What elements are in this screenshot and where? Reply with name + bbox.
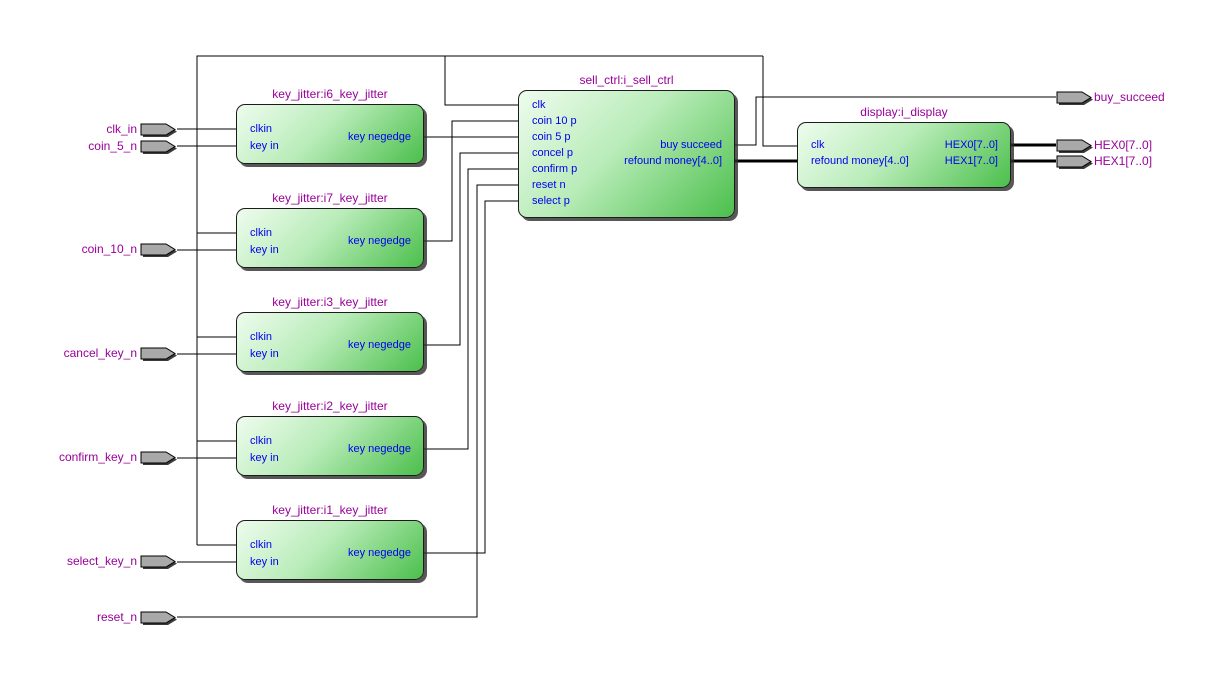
net-i2-to-confirmp[interactable]	[422, 168, 518, 450]
input-pin-coin-5-n[interactable]: coin_5_n	[20, 138, 177, 154]
input-pin-reset-n[interactable]: reset_n	[20, 609, 177, 625]
input-pin-icon	[140, 243, 177, 257]
port-key-negedge: key negedge	[348, 131, 411, 143]
port-key-in: key in	[250, 348, 279, 360]
port-hex1: HEX1[7..0]	[944, 155, 998, 167]
pin-label: reset_n	[96, 610, 137, 624]
pin-label: select_key_n	[66, 554, 137, 568]
port-clk: clk	[811, 139, 825, 151]
port-key-in: key in	[250, 244, 279, 256]
pin-label: HEX0[7..0]	[1094, 138, 1153, 152]
pin-label: cancel_key_n	[63, 346, 137, 360]
port-refound-money: refound money[4..0]	[811, 155, 909, 167]
input-pin-confirm-key-n[interactable]: confirm_key_n	[20, 449, 177, 465]
port-key-negedge: key negedge	[348, 443, 411, 455]
port-key-negedge: key negedge	[348, 235, 411, 247]
module-title: key_jitter:i2_key_jitter	[272, 399, 388, 413]
pin-label: coin_5_n	[88, 139, 137, 153]
module-key-jitter-i6[interactable]: key_jitter:i6_key_jitter clkin key in ke…	[236, 87, 424, 164]
port-concel-p: concel p	[532, 147, 573, 159]
input-pin-clk-in[interactable]: clk_in	[20, 121, 177, 137]
module-title: display:i_display	[860, 105, 948, 119]
pin-label: confirm_key_n	[58, 450, 137, 464]
output-pin-icon	[1056, 155, 1093, 169]
module-title: key_jitter:i1_key_jitter	[272, 503, 388, 517]
port-clk: clk	[532, 99, 546, 111]
module-key-jitter-i2[interactable]: key_jitter:i2_key_jitter clkin key in ke…	[236, 399, 424, 476]
module-sell-ctrl[interactable]: sell_ctrl:i_sell_ctrl clk coin 10 p coin…	[518, 73, 735, 218]
port-coin-10-p: coin 10 p	[532, 115, 577, 127]
port-coin-5-p: coin 5 p	[532, 131, 571, 143]
output-pin-buy-succeed[interactable]: buy_succeed	[1055, 89, 1165, 105]
output-pin-hex0[interactable]: HEX0[7..0]	[1055, 137, 1152, 153]
module-display[interactable]: display:i_display clk refound money[4..0…	[797, 105, 1011, 188]
port-reset-n: reset n	[532, 179, 566, 191]
port-buy-succeed: buy succeed	[660, 139, 722, 151]
output-pin-icon	[1056, 91, 1093, 105]
port-refound-money: refound money[4..0]	[624, 155, 722, 167]
pin-label: coin_10_n	[81, 242, 137, 256]
port-select-p: select p	[532, 195, 570, 207]
port-clkin: clkin	[250, 331, 273, 343]
net-clk-to-display[interactable]	[762, 56, 797, 147]
port-confirm-p: confirm p	[532, 163, 578, 175]
port-key-negedge: key negedge	[348, 547, 411, 559]
port-clkin: clkin	[250, 539, 273, 551]
port-clkin: clkin	[250, 227, 273, 239]
port-key-negedge: key negedge	[348, 339, 411, 351]
pin-label: clk_in	[106, 122, 137, 136]
module-title: sell_ctrl:i_sell_ctrl	[579, 73, 674, 87]
module-key-jitter-i7[interactable]: key_jitter:i7_key_jitter clkin key in ke…	[236, 191, 424, 268]
input-pin-select-key-n[interactable]: select_key_n	[20, 553, 177, 569]
input-pin-icon	[140, 611, 177, 625]
net-i1-to-selectp[interactable]	[422, 200, 518, 554]
port-clkin: clkin	[250, 123, 273, 135]
net-reset-n[interactable]	[177, 184, 518, 618]
input-pin-icon	[140, 451, 177, 465]
module-title: key_jitter:i6_key_jitter	[272, 87, 388, 101]
input-pin-icon	[140, 140, 177, 154]
pin-label: HEX1[7..0]	[1094, 154, 1153, 168]
output-pin-hex1[interactable]: HEX1[7..0]	[1055, 153, 1152, 169]
module-title: key_jitter:i3_key_jitter	[272, 295, 388, 309]
port-clkin: clkin	[250, 435, 273, 447]
port-key-in: key in	[250, 556, 279, 568]
module-key-jitter-i3[interactable]: key_jitter:i3_key_jitter clkin key in ke…	[236, 295, 424, 372]
input-pin-icon	[140, 347, 177, 361]
port-key-in: key in	[250, 140, 279, 152]
output-pin-icon	[1056, 139, 1093, 153]
module-key-jitter-i1[interactable]: key_jitter:i1_key_jitter clkin key in ke…	[236, 503, 424, 580]
net-clk-trunk[interactable]	[196, 55, 763, 545]
input-pin-coin-10-n[interactable]: coin_10_n	[20, 241, 177, 257]
input-pin-cancel-key-n[interactable]: cancel_key_n	[20, 345, 177, 361]
module-title: key_jitter:i7_key_jitter	[272, 191, 388, 205]
net-clk-to-sellctrl[interactable]	[444, 56, 518, 106]
input-pin-icon	[140, 555, 177, 569]
input-pin-icon	[140, 123, 177, 137]
port-hex0: HEX0[7..0]	[944, 139, 998, 151]
net-buy-succeed[interactable]	[733, 96, 1056, 146]
net-i7-to-coin10p[interactable]	[422, 120, 518, 242]
pin-label: buy_succeed	[1094, 90, 1165, 104]
port-key-in: key in	[250, 452, 279, 464]
net-i3-to-concelp[interactable]	[422, 152, 518, 346]
